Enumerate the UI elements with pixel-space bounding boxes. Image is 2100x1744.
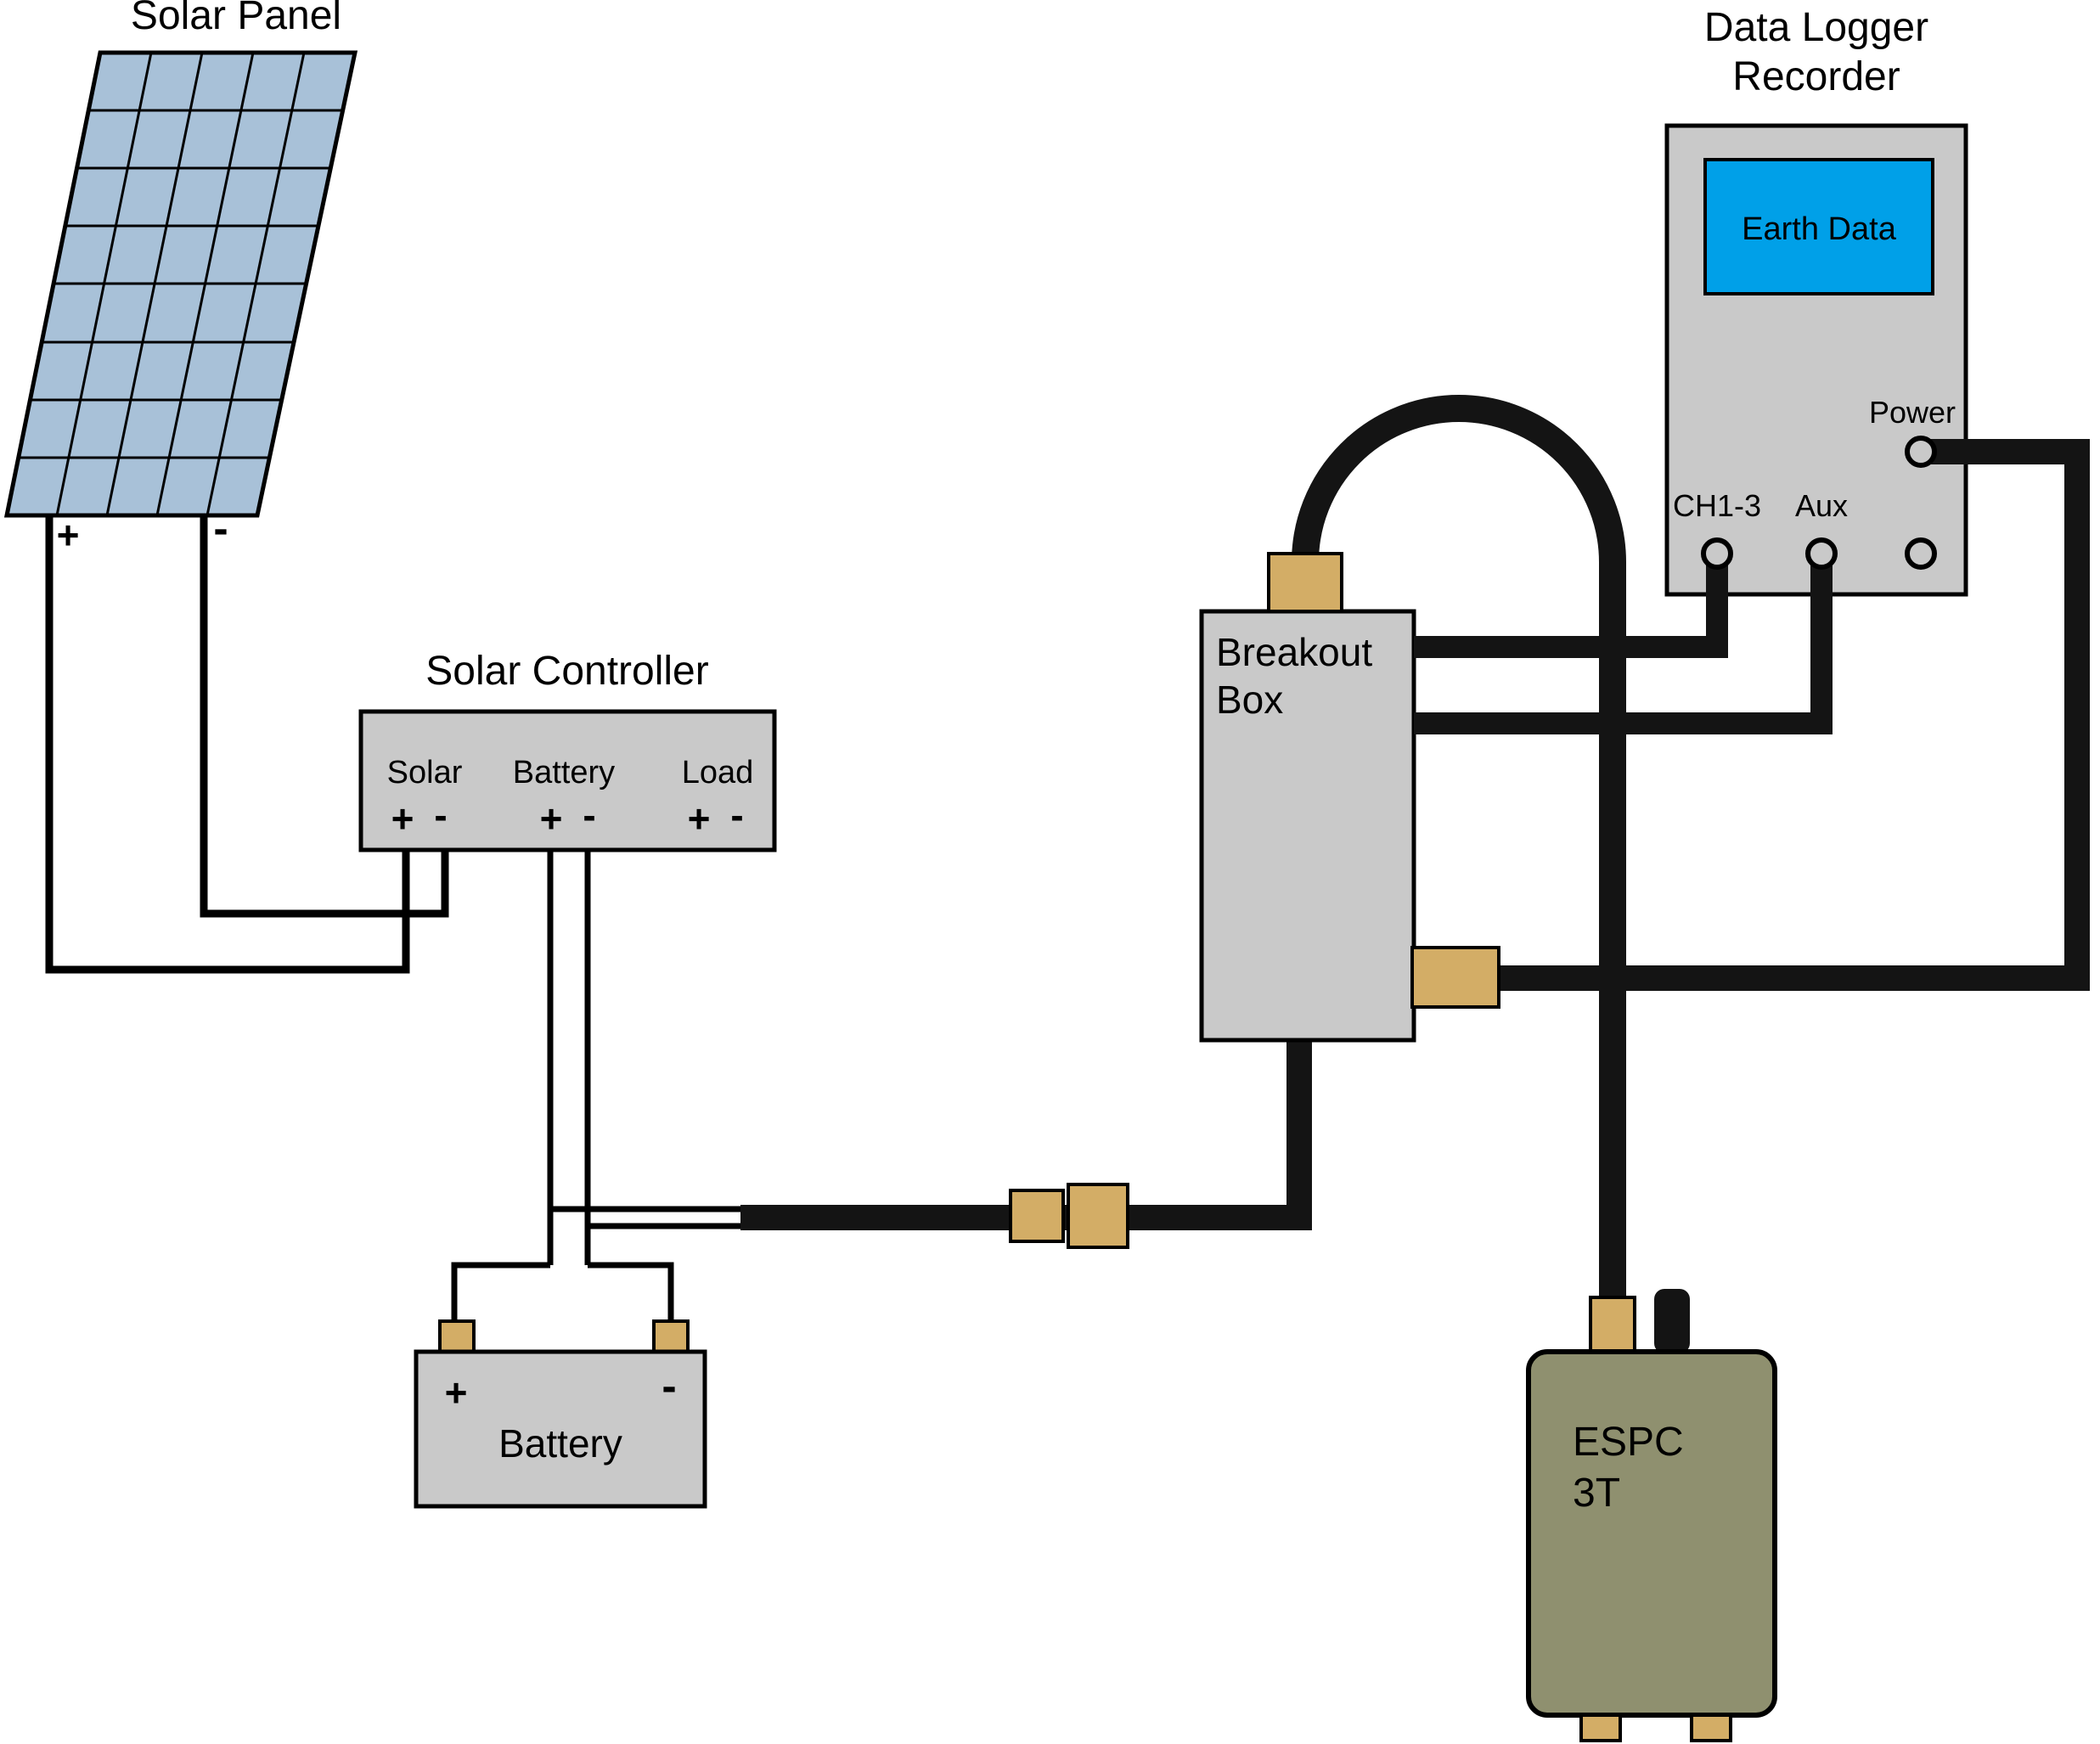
breakout-box-body [1199,609,1416,1043]
terminal-label-battery: Battery [513,755,615,790]
power-port [1905,436,1937,468]
breakout-box-title-line2: Box [1216,678,1283,722]
inline-cable-connector-left [1009,1189,1065,1243]
solar-panel-plus-label: + [57,513,80,557]
battery-plus-label: + [445,1370,468,1415]
espc-body [1526,1349,1777,1718]
power-cable [1495,439,2090,991]
terminal-solar-minus: - [434,793,447,837]
panel-negative-wire [200,517,449,918]
espc-title-line1: ESPC [1573,1420,1684,1465]
battery-terminal-positive [438,1319,476,1357]
solar-panel-title: Solar Panel [131,0,341,38]
solar-controller-body [358,709,777,852]
ch1-3-cable [1414,554,1728,658]
terminal-label-solar: Solar [387,755,463,790]
breakout-side-connector [1410,946,1500,1009]
aux-label: Aux [1795,488,1848,523]
data-logger-screen [1703,158,1934,295]
battery: + - Battery [414,1319,707,1509]
espc-sensor-cable [1292,395,1626,1314]
data-logger-face: Earth Data Power CH1-3 Aux [1673,158,1956,570]
espc-bottom-connector-right [1690,1713,1732,1742]
ch1-3-port [1701,537,1733,570]
battery-body [414,1349,707,1509]
battery-title: Battery [498,1421,622,1466]
breakout-box-title-line1: Breakout [1216,630,1372,674]
terminal-label-load: Load [682,755,754,790]
ch1-3-label: CH1-3 [1673,488,1761,523]
panel-positive-wire [45,517,410,974]
data-logger-title-line1: Data Logger [1704,5,1928,50]
battery-minus-label: - [662,1362,676,1411]
screen-label: Earth Data [1742,211,1897,247]
battery-negative-drop [588,1262,674,1325]
terminal-battery-minus: - [583,793,595,837]
terminal-battery-plus: + [540,796,563,841]
solar-panel-grid [19,52,343,516]
aux-cable [1414,554,1833,734]
spare-port [1905,537,1937,570]
aux-port [1805,537,1838,570]
solar-controller-title: Solar Controller [425,649,708,694]
battery-wires [451,850,752,1325]
terminal-solar-plus: + [391,796,414,841]
breakout-feed-cable [740,1040,1312,1230]
terminal-load-plus: + [688,796,711,841]
solar-panel-wires [45,517,449,974]
breakout-box: Breakout Box [1199,609,1416,1043]
data-logger-title-line2: Recorder [1732,54,1900,99]
inline-cable-connector-right [1067,1183,1129,1249]
power-label: Power [1869,395,1956,430]
solar-controller: Solar Controller Solar Battery Load + - … [358,649,777,852]
espc-black-connector [1654,1289,1690,1353]
espc-sensor: ESPC 3T [1526,1289,1777,1742]
solar-panel-minus-label: - [213,504,228,554]
espc-bottom-connector-left [1579,1713,1622,1742]
espc-top-connector [1589,1296,1636,1355]
espc-title-line2: 3T [1573,1471,1620,1516]
solar-panel: Solar Panel + - [3,0,358,557]
breakout-top-connector [1267,552,1343,613]
battery-positive-drop [451,1262,550,1325]
terminal-load-minus: - [730,793,743,837]
